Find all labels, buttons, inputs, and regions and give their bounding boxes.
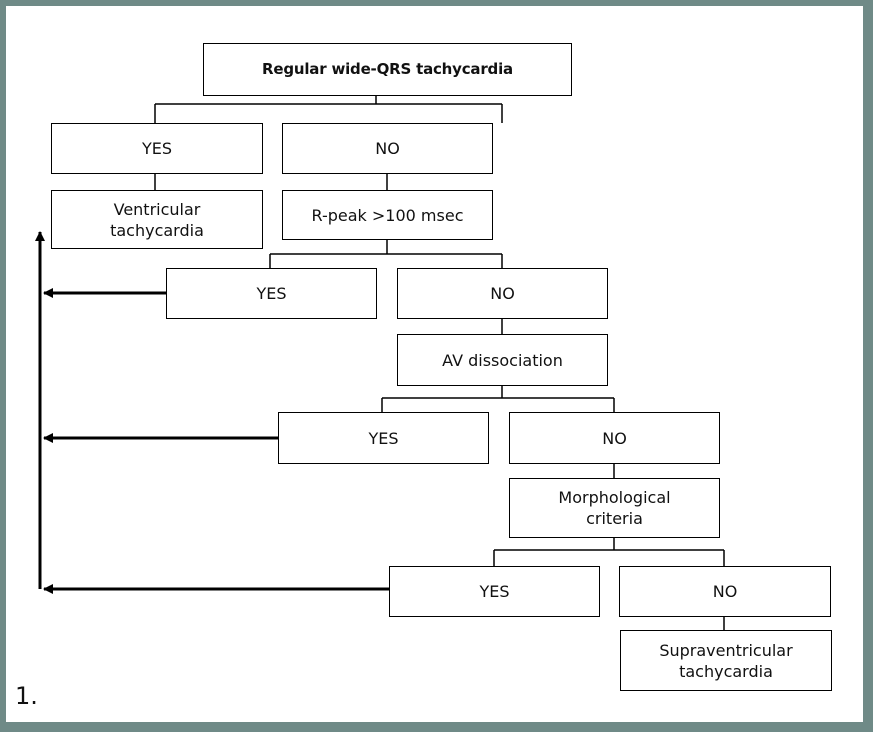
no-node-4: NO <box>619 566 831 617</box>
yes-node-3-label: YES <box>368 428 399 448</box>
av-dissociation-label: AV dissociation <box>442 350 563 370</box>
connector-q4-split <box>493 538 725 566</box>
yes-node-4-label: YES <box>479 582 510 601</box>
no-node-1: NO <box>282 123 493 174</box>
start-node-label: Regular wide-QRS tachycardia <box>262 60 513 78</box>
no-node-2: NO <box>397 268 608 319</box>
supraventricular-tachycardia-label: Supraventricular tachycardia <box>659 640 793 681</box>
ventricular-tachycardia-node: Ventricular tachycardia <box>51 190 263 249</box>
connector-q3-split <box>381 386 615 412</box>
no-node-3: NO <box>509 412 720 464</box>
yes-node-3: YES <box>278 412 489 464</box>
supraventricular-tachycardia-node: Supraventricular tachycardia <box>620 630 832 691</box>
av-dissociation-node: AV dissociation <box>397 334 608 386</box>
r-peak-label: R-peak >100 msec <box>311 205 464 225</box>
no-node-1-label: NO <box>375 139 400 158</box>
ventricular-tachycardia-label: Ventricular tachycardia <box>110 199 204 240</box>
r-peak-node: R-peak >100 msec <box>282 190 493 240</box>
connector-q2-split <box>269 240 503 268</box>
no-node-3-label: NO <box>602 428 627 448</box>
yes-node-2-label: YES <box>256 284 287 303</box>
no-node-4-label: NO <box>712 582 738 601</box>
morphological-criteria-label: Morphological criteria <box>558 488 671 528</box>
connector-start-split <box>154 96 503 123</box>
no-node-2-label: NO <box>490 284 515 303</box>
yes-node-1: YES <box>51 123 263 174</box>
figure-number: 1. <box>15 682 38 710</box>
morphological-criteria-node: Morphological criteria <box>509 478 720 538</box>
yes-node-2: YES <box>166 268 377 319</box>
yes-node-1-label: YES <box>141 139 173 158</box>
yes-node-4: YES <box>389 566 600 617</box>
start-node: Regular wide-QRS tachycardia <box>203 43 572 96</box>
